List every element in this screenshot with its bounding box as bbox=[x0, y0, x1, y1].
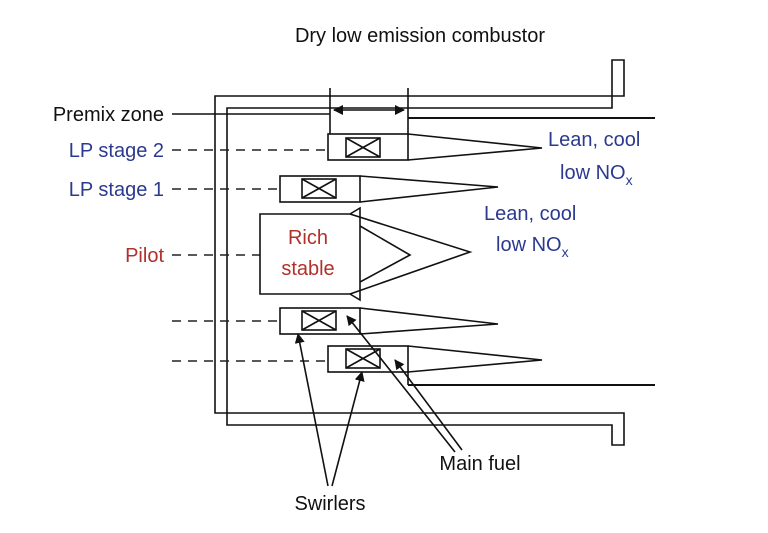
nox-subscript-2: x bbox=[562, 244, 569, 260]
swirlers-arrow-1 bbox=[294, 333, 329, 487]
outer-casing-wall bbox=[214, 59, 625, 446]
pilot-inner-flame bbox=[359, 225, 412, 283]
swirlers-arrow-2 bbox=[331, 371, 365, 487]
low-nox-text-2: low NO bbox=[496, 234, 562, 256]
premix-zone-label: Premix zone bbox=[53, 104, 164, 126]
lp-stage-2-flame bbox=[407, 133, 543, 161]
pilot-flame bbox=[349, 213, 473, 295]
pilot-body bbox=[259, 206, 361, 302]
lower-stage-1-swirler-cross bbox=[301, 310, 337, 331]
lower-stage-1-flame bbox=[359, 307, 499, 335]
swirlers-label: Swirlers bbox=[294, 493, 365, 515]
diagram-title: Dry low emission combustor bbox=[295, 25, 545, 47]
lp-stage-2-swirler-cross bbox=[345, 137, 381, 158]
main-fuel-label: Main fuel bbox=[439, 453, 520, 475]
lp-stage-1-flame bbox=[359, 175, 499, 203]
low-nox-text-1: low NO bbox=[560, 162, 626, 184]
rich-label: Rich bbox=[288, 227, 328, 249]
lower-stage-2-swirler-cross bbox=[345, 348, 381, 369]
stable-label: stable bbox=[281, 258, 334, 280]
pilot-label: Pilot bbox=[125, 245, 164, 267]
lp-stage-1-swirler-cross bbox=[301, 178, 337, 199]
nox-subscript-1: x bbox=[626, 172, 633, 188]
low-nox-label-1: low NOx bbox=[560, 162, 633, 188]
main-fuel-arrow-1 bbox=[346, 315, 456, 453]
main-fuel-arrow-2 bbox=[394, 359, 463, 451]
lp-stage-2-label: LP stage 2 bbox=[69, 140, 164, 162]
lp-stage-1-label: LP stage 1 bbox=[69, 179, 164, 201]
lean-cool-label-1: Lean, cool bbox=[548, 129, 640, 151]
low-nox-label-2: low NOx bbox=[496, 234, 569, 260]
lower-stage-2-flame bbox=[407, 345, 543, 373]
lean-cool-label-2: Lean, cool bbox=[484, 203, 576, 225]
